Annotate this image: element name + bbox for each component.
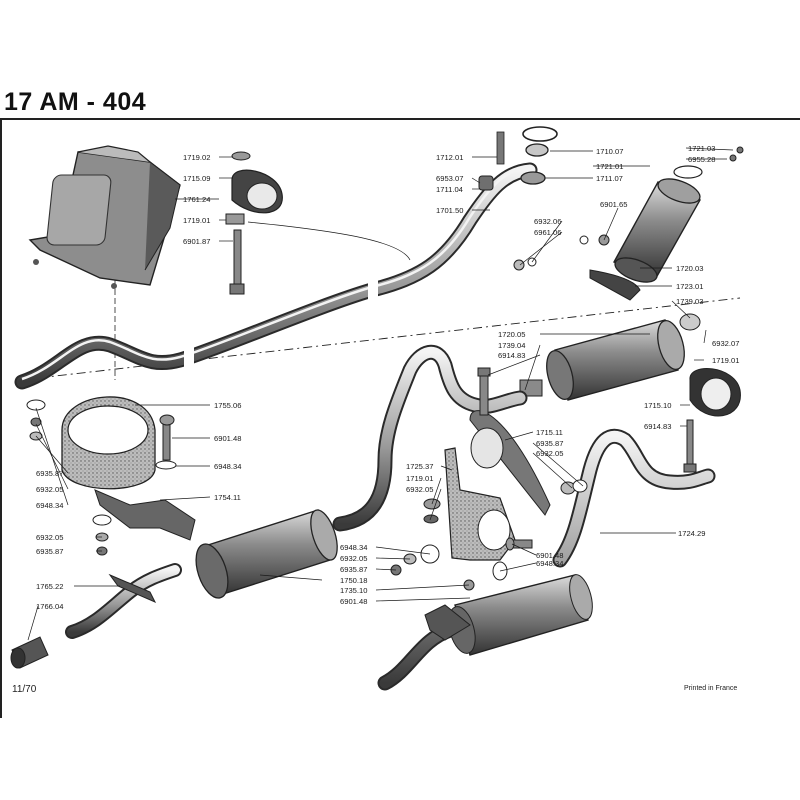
callout-6961-06: 6961.06 (534, 228, 561, 237)
callout-1721-03: 1721.03 (688, 144, 715, 153)
callout-6901-48: 6901.48 (214, 434, 241, 443)
callout-1754-11: 1754.11 (214, 493, 241, 502)
callout-6935-87-d: 6935.87 (340, 565, 367, 574)
callout-1761-24: 1761.24 (183, 195, 210, 204)
clamp-1715-09 (225, 151, 283, 295)
callout-1712-01: 1712.01 (436, 153, 463, 162)
callout-6901-48-c: 6901.48 (536, 551, 563, 560)
callout-1719-02: 1719.02 (183, 153, 210, 162)
centre-muffler-1720-05 (519, 313, 741, 473)
callout-1739-04: 1739.04 (498, 341, 525, 350)
callout-6948-34-b: 6948.34 (36, 501, 63, 510)
callout-6932-05-b: 6932.05 (36, 533, 63, 542)
callout-1724-29: 1724.29 (678, 529, 705, 538)
callout-1755-06: 1755.06 (214, 401, 241, 410)
callout-6932-05-d: 6932.05 (406, 485, 433, 494)
callout-1735-10: 1735.10 (340, 586, 367, 595)
callout-6914-83-b: 6914.83 (644, 422, 671, 431)
callout-6948-34: 6948.34 (214, 462, 241, 471)
page-title: 17 AM - 404 (4, 88, 147, 116)
printed-in-note: Printed in France (684, 685, 738, 692)
callout-1720-05: 1720.05 (498, 330, 525, 339)
callout-1715-09: 1715.09 (183, 174, 210, 183)
callout-6948-34-d: 6948.34 (536, 559, 563, 568)
callout-6935-87-c: 6935.87 (536, 439, 563, 448)
callout-1723-01: 1723.01 (676, 282, 703, 291)
callout-1739-03: 1739.03 (676, 297, 703, 306)
rear-muffler-1750-18 (195, 509, 338, 599)
callout-6932-05-e: 6932.05 (340, 554, 367, 563)
callout-1719-01-b: 1719.01 (712, 356, 739, 365)
callout-6932-05-c: 6932.05 (536, 449, 563, 458)
callout-1701-50: 1701.50 (436, 206, 463, 215)
callout-6914-83: 6914.83 (498, 351, 525, 360)
callout-1710-07: 1710.07 (596, 147, 623, 156)
callout-1715-10: 1715.10 (644, 401, 671, 410)
callout-6948-34-c: 6948.34 (340, 543, 367, 552)
mount-ring-1755-06 (26, 396, 196, 556)
callout-1720-03: 1720.03 (676, 264, 703, 273)
callout-1719-01: 1719.01 (183, 216, 210, 225)
callout-6953-07: 6953.07 (436, 174, 463, 183)
callout-6932-05: 6932.05 (36, 485, 63, 494)
callout-6955-28: 6955.28 (688, 155, 715, 164)
header-rule (0, 118, 800, 120)
left-border-rule (0, 118, 2, 718)
callout-labels: 1719.02 1715.09 1761.24 1719.01 6901.87 … (36, 144, 739, 611)
assembly-centerline (19, 297, 741, 381)
rear-mount-bracket (444, 367, 551, 561)
callout-1711-07: 1711.07 (596, 174, 623, 183)
callout-1750-18: 1750.18 (340, 576, 367, 585)
callout-1725-37: 1725.37 (406, 462, 433, 471)
callout-1766-04: 1766.04 (36, 602, 63, 611)
callout-6932-06: 6932.06 (534, 217, 561, 226)
heat-shield-part (28, 145, 181, 289)
callout-1721-01: 1721.01 (596, 162, 623, 171)
callout-6901-87: 6901.87 (183, 237, 210, 246)
callout-6935-87: 6935.87 (36, 469, 63, 478)
callout-1711-04: 1711.04 (436, 185, 463, 194)
callout-6901-48-b: 6901.48 (340, 597, 367, 606)
callout-6932-07: 6932.07 (712, 339, 739, 348)
revision-date: 11/70 (12, 684, 37, 695)
callout-6935-87-b: 6935.87 (36, 547, 63, 556)
rear-silencer-1735-10 (424, 574, 593, 656)
flange-1710-07 (478, 126, 558, 191)
callout-1765-22: 1765.22 (36, 582, 63, 591)
rubber-sleeve-1766-04 (10, 636, 49, 669)
pre-silencer-1720-03 (513, 146, 744, 301)
callout-6901-65: 6901.65 (600, 200, 627, 209)
callout-1715-11: 1715.11 (536, 428, 563, 437)
callout-1719-01-c: 1719.01 (406, 474, 433, 483)
leader-lines (27, 147, 734, 641)
